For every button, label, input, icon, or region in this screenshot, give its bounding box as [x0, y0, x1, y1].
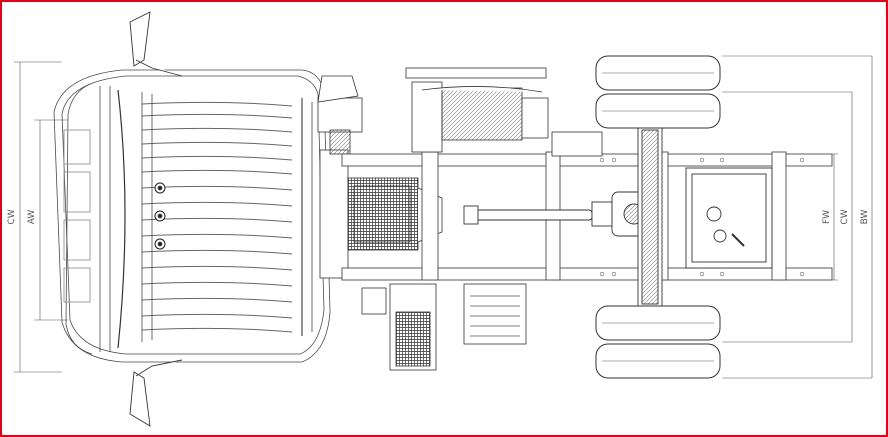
cw-right-label: CW [840, 209, 850, 224]
left-mirror [129, 11, 183, 77]
rear-wheels-bottom [595, 305, 721, 379]
cab [53, 69, 331, 363]
rear-axle [637, 121, 663, 313]
aw-label: AW [27, 210, 37, 225]
right-mirror [129, 359, 183, 427]
bw-label: BW [860, 210, 870, 225]
cw-left-label: CW [7, 209, 17, 224]
battery-box [685, 167, 773, 269]
rear-wheels-top [595, 55, 721, 129]
dimension-lines [14, 55, 873, 379]
fw-label: FW [822, 210, 832, 224]
upper-equipment [405, 67, 603, 157]
lower-equipment [361, 283, 527, 371]
